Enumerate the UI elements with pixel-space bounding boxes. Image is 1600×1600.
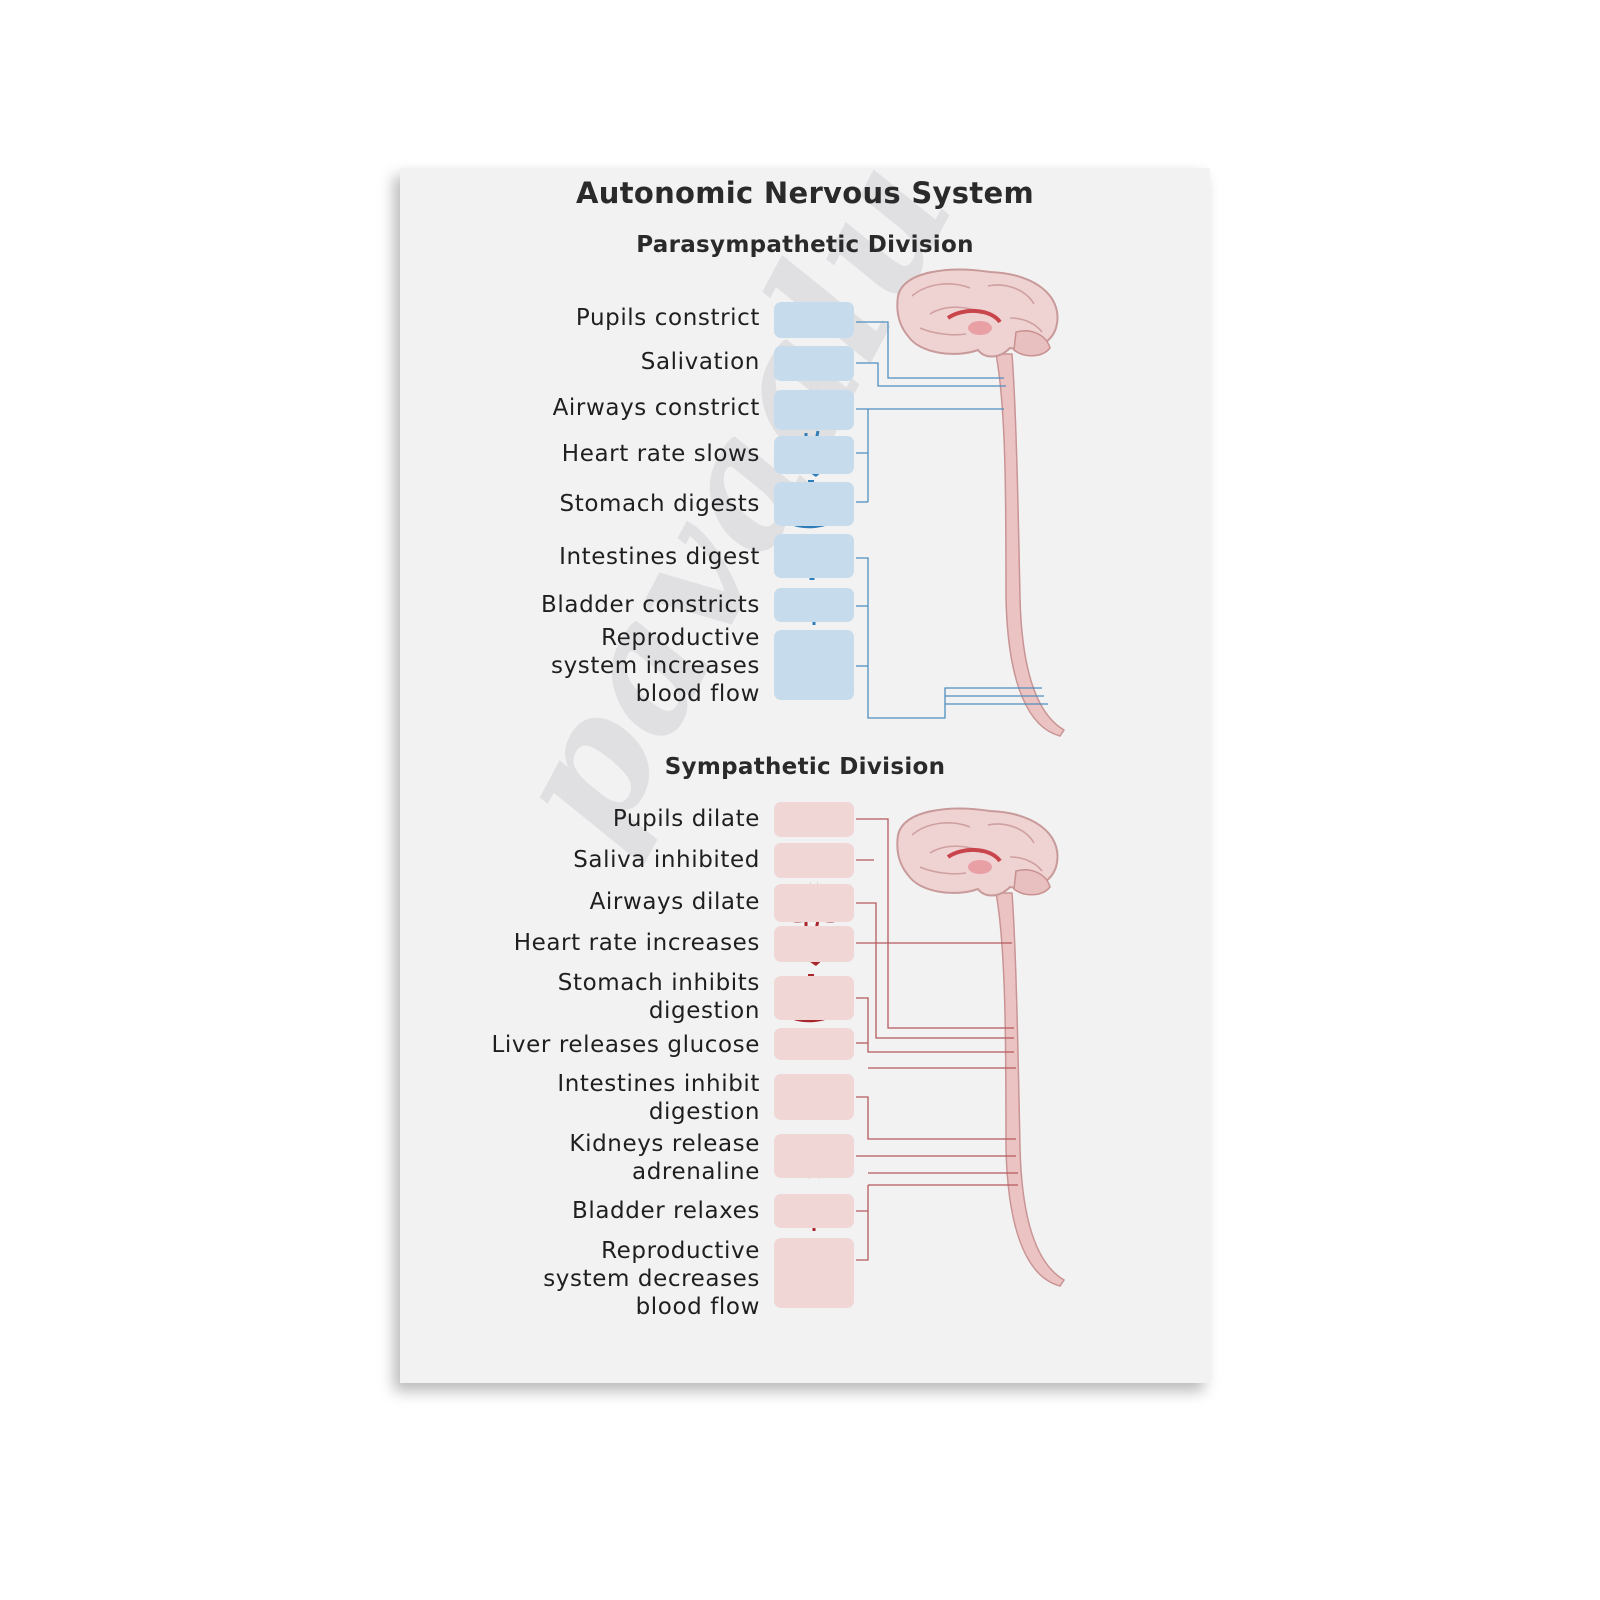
- icon-tile: [774, 1074, 854, 1120]
- brain-spinal-cord-parasympathetic: [896, 268, 1066, 737]
- poster: pavaalu Autonomic Nervous System: [400, 168, 1210, 1383]
- icon-tile: [774, 884, 854, 922]
- effect-label: Bladder relaxes: [571, 1198, 760, 1224]
- effect-label: Salivation: [640, 349, 760, 375]
- effect-label: Reproductive system decreases blood flow: [543, 1238, 760, 1320]
- icon-tile: [774, 346, 854, 381]
- effect-label: Kidneys release adrenaline: [569, 1131, 760, 1185]
- poster-title: Autonomic Nervous System: [576, 176, 1034, 210]
- icon-tile: [774, 482, 854, 526]
- icon-tile: [774, 1028, 854, 1060]
- effect-label: Stomach inhibits digestion: [557, 970, 760, 1024]
- icon-tile: [774, 436, 854, 474]
- icon-tile: [774, 802, 854, 837]
- effect-label: Stomach digests: [559, 491, 760, 517]
- effect-label: Heart rate increases: [513, 930, 760, 956]
- effect-label: Liver releases glucose: [491, 1032, 760, 1058]
- icon-tile: [774, 534, 854, 578]
- effect-label: Intestines inhibit digestion: [557, 1071, 760, 1125]
- effect-label: Pupils constrict: [575, 305, 760, 331]
- icon-tile: [774, 1194, 854, 1228]
- icon-tile: [774, 843, 854, 878]
- sympathetic-nerve-lines: [856, 818, 1018, 1261]
- icon-tile: [774, 588, 854, 622]
- effect-label: Airways constrict: [552, 395, 760, 421]
- effect-label: Airways dilate: [589, 889, 760, 915]
- effect-label: Bladder constricts: [541, 592, 760, 618]
- icon-tile: [774, 926, 854, 962]
- effect-label: Intestines digest: [559, 544, 760, 570]
- effect-label: Pupils dilate: [612, 806, 760, 832]
- icon-tile: [774, 390, 854, 430]
- division-heading: Parasympathetic Division: [636, 232, 974, 258]
- icon-tile: [774, 302, 854, 338]
- parasympathetic-nerve-lines: [856, 321, 1048, 719]
- brain-spinal-cord-sympathetic: [896, 807, 1066, 1287]
- icon-tile: [774, 1238, 854, 1308]
- effect-label: Heart rate slows: [561, 441, 760, 467]
- icon-tile: [774, 630, 854, 700]
- division-heading: Sympathetic Division: [664, 754, 946, 780]
- effect-label: Saliva inhibited: [573, 847, 760, 873]
- icon-tile: [774, 976, 854, 1020]
- effect-label: Reproductive system increases blood flow: [551, 625, 760, 707]
- icon-tile: [774, 1134, 854, 1178]
